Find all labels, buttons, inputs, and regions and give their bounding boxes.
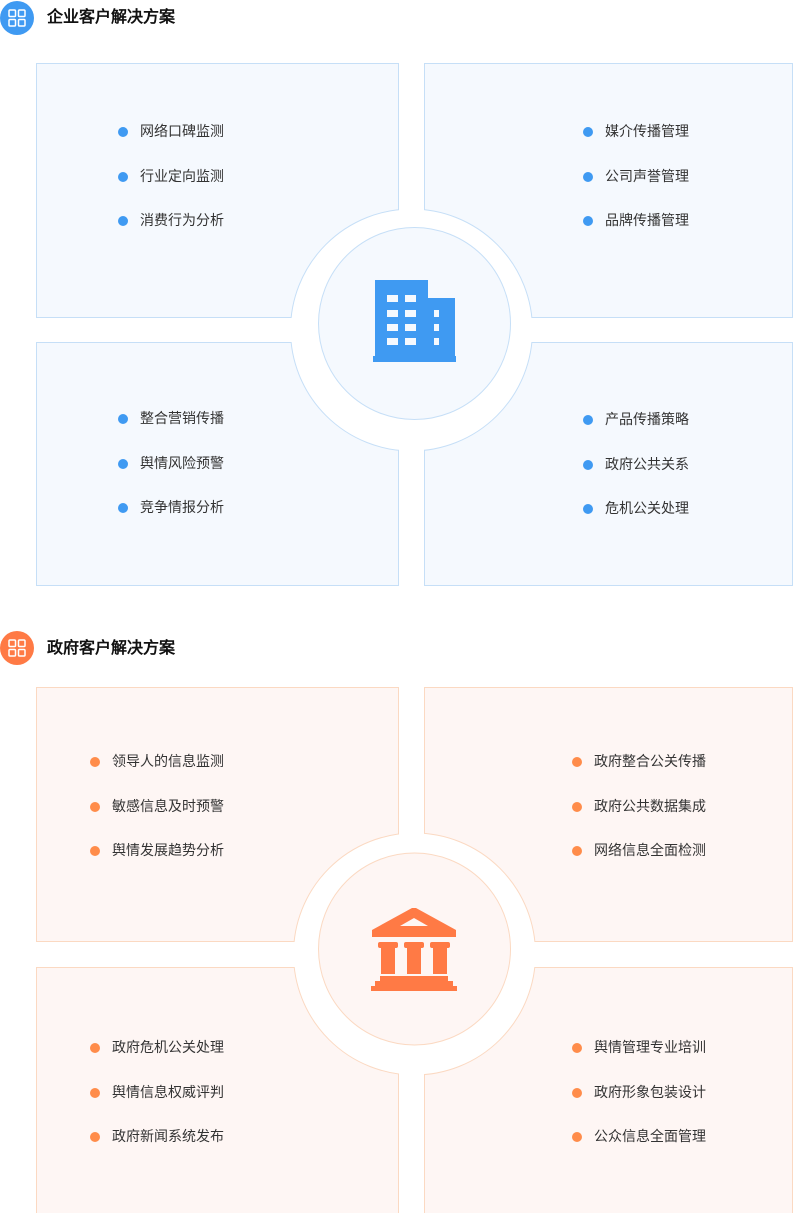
item-label: 领导人的信息监测 (112, 754, 224, 771)
item-label: 舆情发展趋势分析 (112, 843, 224, 860)
list-item: 舆情管理专业培训 (572, 1026, 706, 1071)
list-item: 媒介传播管理 (583, 110, 689, 155)
list-item: 品牌传播管理 (583, 199, 689, 244)
quadrant-top-left-list: 网络口碑监测 行业定向监测 消费行为分析 (118, 110, 224, 244)
list-item: 公众信息全面管理 (572, 1115, 706, 1160)
quadrant-background (30, 680, 793, 1213)
item-label: 敏感信息及时预警 (112, 798, 224, 815)
item-label: 整合营销传播 (140, 411, 224, 428)
list-item: 政府公共关系 (583, 443, 689, 488)
building-icon (372, 279, 458, 367)
section-title: 企业客户解决方案 (47, 7, 176, 26)
item-label: 政府公共关系 (605, 456, 689, 473)
item-label: 舆情信息权威评判 (112, 1084, 224, 1101)
list-item: 危机公关处理 (583, 487, 689, 532)
item-label: 竞争情报分析 (140, 500, 224, 517)
list-item: 整合营销传播 (118, 397, 224, 442)
item-label: 公司声誉管理 (605, 168, 689, 185)
quadrant-top-left-list: 领导人的信息监测 敏感信息及时预警 舆情发展趋势分析 (90, 740, 224, 874)
list-item: 舆情信息权威评判 (90, 1071, 224, 1116)
list-item: 竞争情报分析 (118, 486, 224, 531)
item-label: 媒介传播管理 (605, 124, 689, 141)
item-label: 网络口碑监测 (140, 124, 224, 141)
list-item: 消费行为分析 (118, 199, 224, 244)
item-label: 消费行为分析 (140, 213, 224, 230)
quadrant-top-right-list: 政府整合公关传播 政府公共数据集成 网络信息全面检测 (572, 740, 706, 874)
item-label: 公众信息全面管理 (594, 1129, 706, 1146)
list-item: 敏感信息及时预警 (90, 785, 224, 830)
quadrant-bottom-right-list: 产品传播策略 政府公共关系 危机公关处理 (583, 398, 689, 532)
list-item: 政府整合公关传播 (572, 740, 706, 785)
list-item: 产品传播策略 (583, 398, 689, 443)
item-label: 舆情管理专业培训 (594, 1040, 706, 1057)
list-item: 网络信息全面检测 (572, 829, 706, 874)
list-item: 行业定向监测 (118, 155, 224, 200)
list-item: 舆情发展趋势分析 (90, 829, 224, 874)
item-label: 网络信息全面检测 (594, 843, 706, 860)
quadrant-bottom-left-list: 整合营销传播 舆情风险预警 竞争情报分析 (118, 397, 224, 531)
item-label: 政府新闻系统发布 (112, 1129, 224, 1146)
quadrant-top-right-list: 媒介传播管理 公司声誉管理 品牌传播管理 (583, 110, 689, 244)
enterprise-solutions-section: 企业客户解决方案 网络口碑监测 行业定向监测 消费行为分析 媒介传播管理 公司声… (0, 0, 793, 600)
item-label: 政府形象包装设计 (594, 1084, 706, 1101)
item-label: 政府公共数据集成 (594, 798, 706, 815)
list-item: 政府新闻系统发布 (90, 1115, 224, 1160)
list-item: 领导人的信息监测 (90, 740, 224, 785)
government-solutions-section: 政府客户解决方案 领导人的信息监测 敏感信息及时预警 舆情发展趋势分析 政府整合… (0, 630, 793, 1213)
list-item: 公司声誉管理 (583, 155, 689, 200)
item-label: 行业定向监测 (140, 168, 224, 185)
list-item: 网络口碑监测 (118, 110, 224, 155)
item-label: 政府整合公关传播 (594, 754, 706, 771)
list-item: 政府危机公关处理 (90, 1026, 224, 1071)
list-item: 政府公共数据集成 (572, 785, 706, 830)
item-label: 危机公关处理 (605, 501, 689, 518)
list-item: 政府形象包装设计 (572, 1071, 706, 1116)
item-label: 舆情风险预警 (140, 455, 224, 472)
list-item: 舆情风险预警 (118, 442, 224, 487)
grid-icon (0, 1, 34, 35)
item-label: 品牌传播管理 (605, 213, 689, 230)
government-building-icon (368, 908, 460, 996)
item-label: 产品传播策略 (605, 412, 689, 429)
section-title: 政府客户解决方案 (47, 638, 176, 657)
grid-icon (0, 631, 34, 665)
quadrant-bottom-left-list: 政府危机公关处理 舆情信息权威评判 政府新闻系统发布 (90, 1026, 224, 1160)
item-label: 政府危机公关处理 (112, 1040, 224, 1057)
quadrant-bottom-right-list: 舆情管理专业培训 政府形象包装设计 公众信息全面管理 (572, 1026, 706, 1160)
